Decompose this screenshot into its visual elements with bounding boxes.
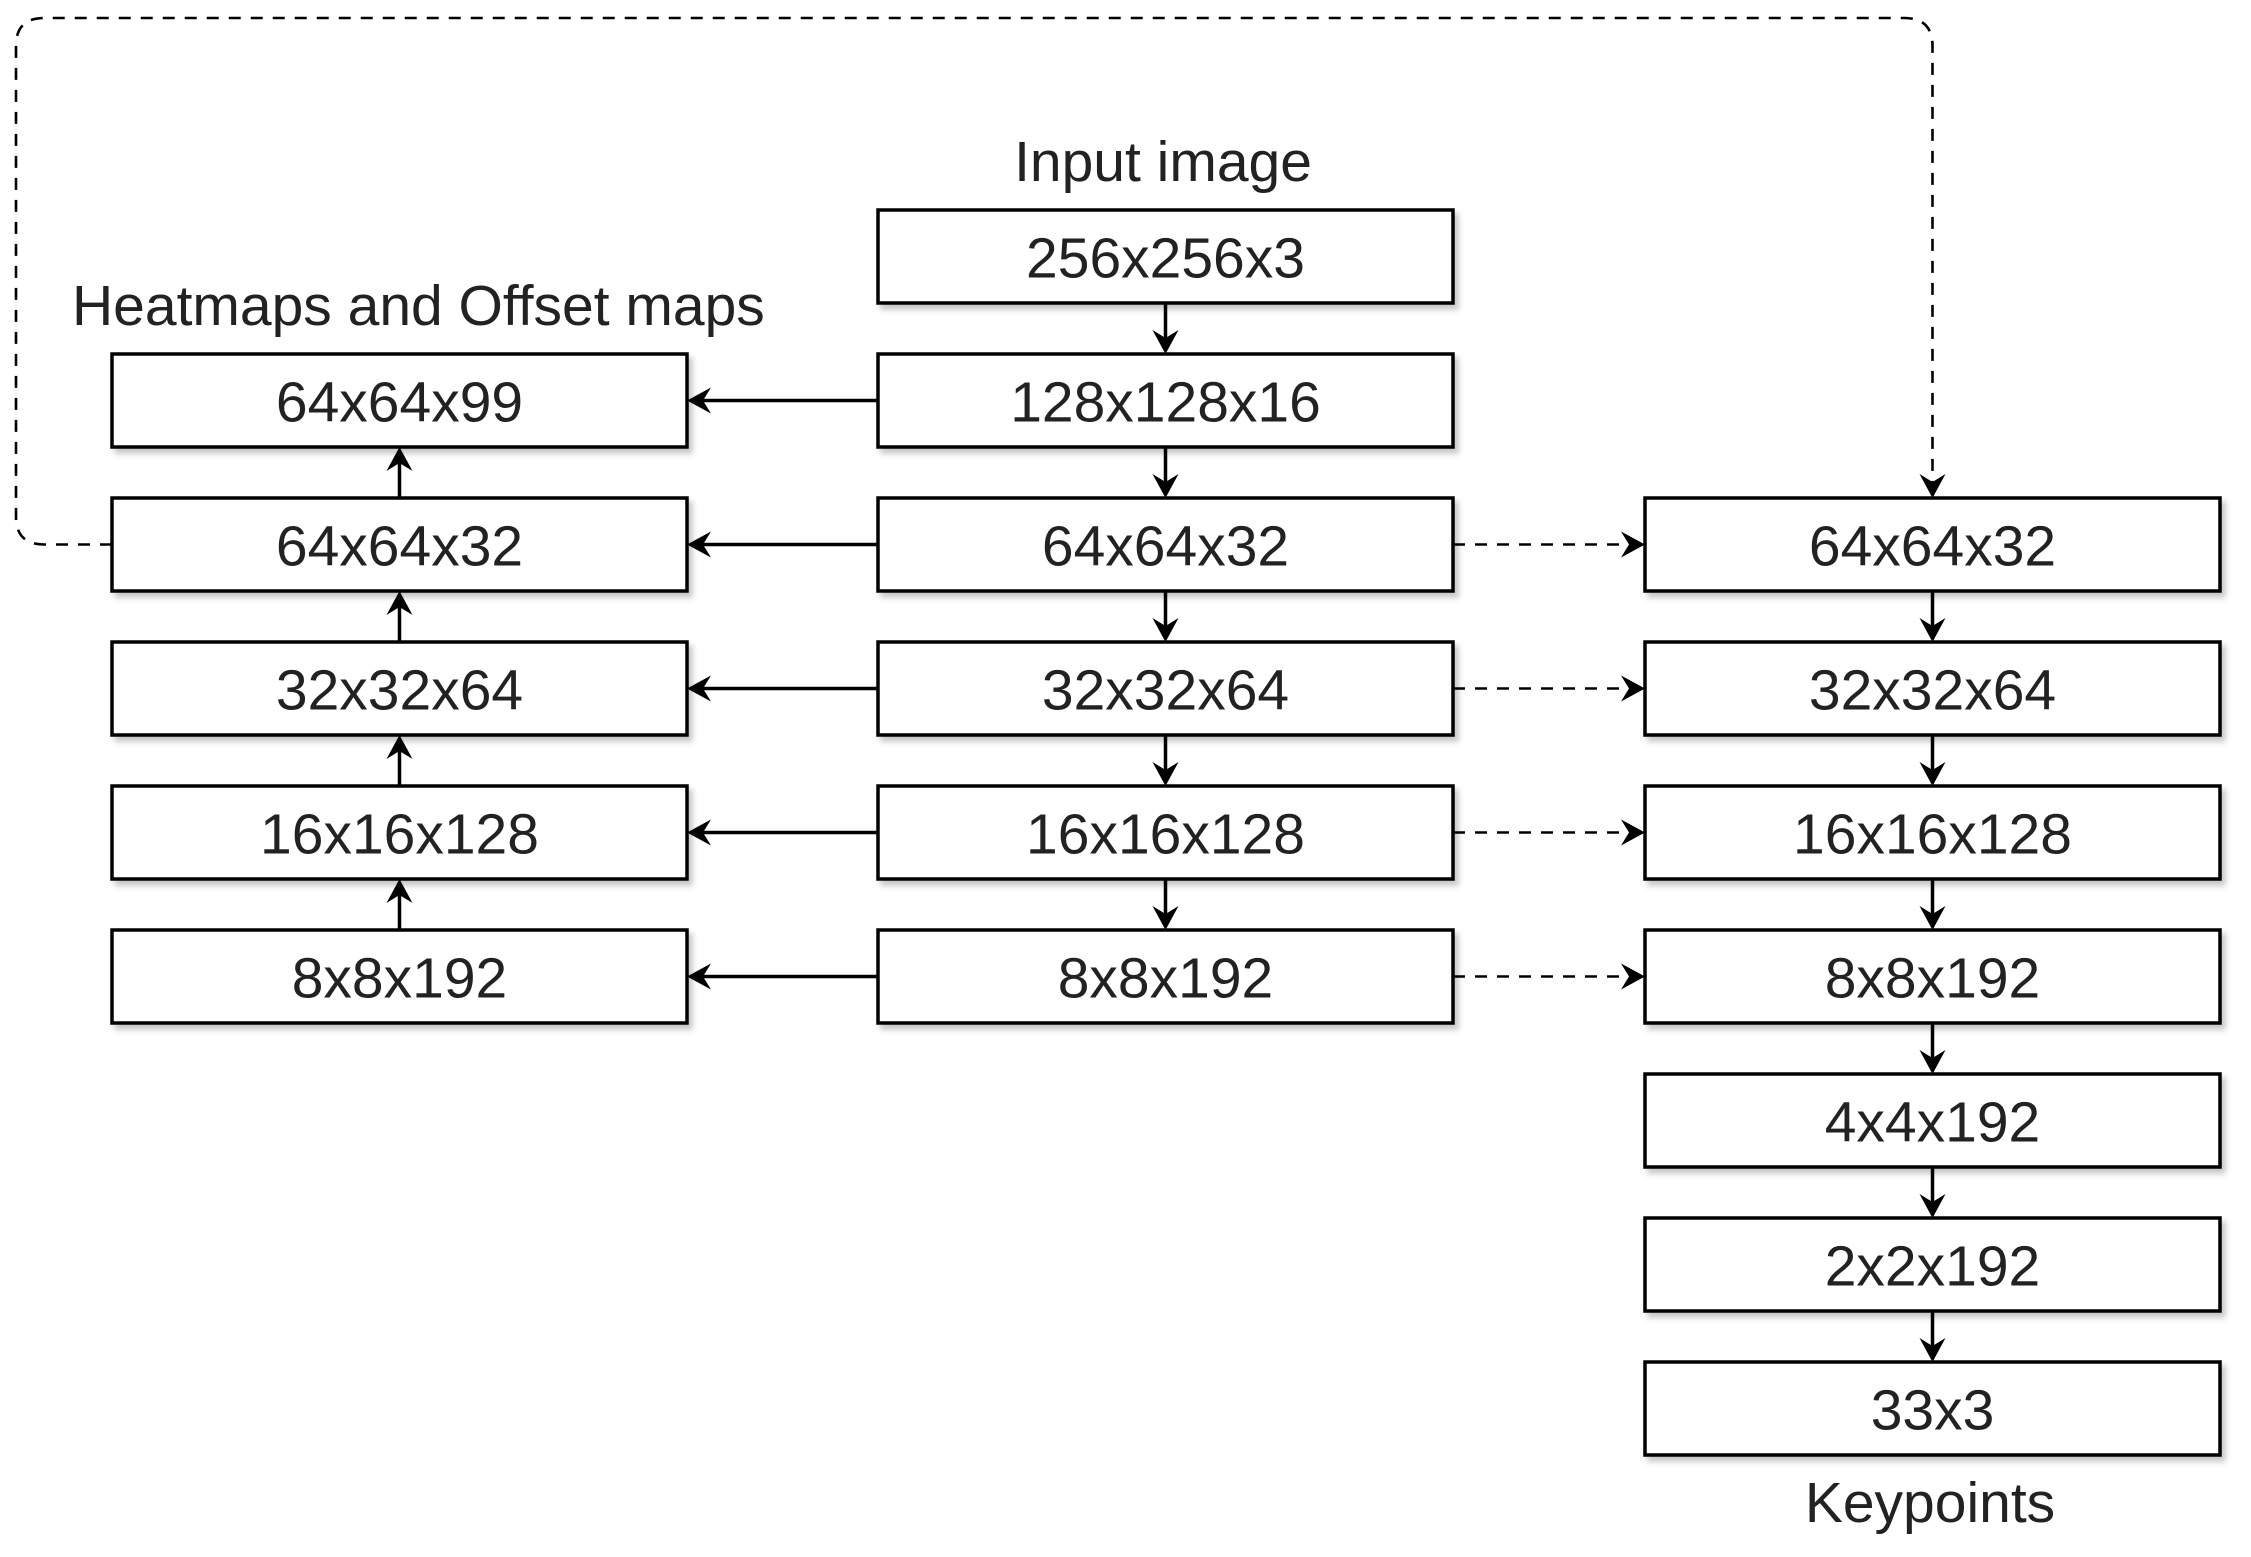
regression-layer-6-label: 2x2x192 <box>1825 1235 2041 1299</box>
regression-layer-1-rect <box>1643 496 2222 593</box>
edges-layer <box>14 16 1946 1362</box>
regression-layer-1-label: 64x64x32 <box>1809 515 2056 579</box>
heatmap-layer-5: 8x8x192 <box>110 928 689 1025</box>
regression-layer-3: 16x16x128 <box>1643 784 2222 881</box>
heatmaps-caption: Heatmaps and Offset maps <box>72 274 765 338</box>
encoder-layer-2-label: 128x128x16 <box>1010 371 1321 435</box>
regression-layer-6: 2x2x192 <box>1643 1216 2222 1313</box>
regression-down-arrow-6-head <box>1919 1338 1946 1362</box>
regression-layer-5-rect <box>1643 1072 2222 1169</box>
regression-down-arrow-2-head <box>1919 762 1946 786</box>
regression-layer-1: 64x64x32 <box>1643 496 2222 593</box>
encoder-down-arrow-4-head <box>1152 762 1179 786</box>
heatmap-layer-1-label: 64x64x99 <box>276 371 523 435</box>
heatmap-layer-4: 16x16x128 <box>110 784 689 881</box>
regression-layer-4-rect <box>1643 928 2222 1025</box>
heatmap-up-arrow-3-head <box>386 735 413 759</box>
encoder-layer-5-label: 16x16x128 <box>1026 803 1305 867</box>
encoder-layer-2: 128x128x16 <box>876 352 1455 449</box>
heatmap-layer-3: 32x32x64 <box>110 640 689 737</box>
heatmap-layer-3-rect <box>110 640 689 737</box>
captions-layer: Input image Heatmaps and Offset maps Key… <box>72 130 2055 1535</box>
encoder-layer-4-label: 32x32x64 <box>1042 659 1289 723</box>
regression-layer-6-rect <box>1643 1216 2222 1313</box>
keypoints-caption: Keypoints <box>1805 1471 2055 1535</box>
encoder-layer-2-rect <box>876 352 1455 449</box>
feedback-loop-arrow-head <box>1919 474 1946 498</box>
encoder-down-arrow-3-head <box>1152 618 1179 642</box>
encoder-layer-1-rect <box>876 208 1455 305</box>
encoder-layer-4: 32x32x64 <box>876 640 1455 737</box>
encoder-down-arrow-1-head <box>1152 330 1179 354</box>
encoder-to-heatmap-arrow-1-head <box>687 387 711 414</box>
encoder-layer-6: 8x8x192 <box>876 928 1455 1025</box>
regression-layer-3-rect <box>1643 784 2222 881</box>
regression-down-arrow-5-head <box>1919 1194 1946 1218</box>
heatmap-layer-1: 64x64x99 <box>110 352 689 449</box>
heatmap-layer-1-rect <box>110 352 689 449</box>
heatmap-layer-3-label: 32x32x64 <box>276 659 523 723</box>
heatmap-layer-5-rect <box>110 928 689 1025</box>
input-image-caption: Input image <box>1014 130 1312 194</box>
regression-layer-2-label: 32x32x64 <box>1809 659 2056 723</box>
encoder-layer-3-label: 64x64x32 <box>1042 515 1289 579</box>
regression-layer-7-label: 33x3 <box>1871 1379 1995 1443</box>
boxes-layer: 256x256x3 128x128x16 64x64x32 32x32x64 16x16… <box>110 208 2222 1457</box>
regression-layer-7-rect <box>1643 1360 2222 1457</box>
heatmap-layer-4-rect <box>110 784 689 881</box>
skip-link-arrow-3-head <box>1621 819 1645 846</box>
regression-layer-4-label: 8x8x192 <box>1825 947 2041 1011</box>
skip-link-arrow-2-head <box>1621 675 1645 702</box>
regression-layer-3-label: 16x16x128 <box>1793 803 2072 867</box>
encoder-layer-1-label: 256x256x3 <box>1026 227 1305 291</box>
heatmap-layer-2-rect <box>110 496 689 593</box>
skip-link-arrow-4-head <box>1621 963 1645 990</box>
encoder-to-heatmap-arrow-2-head <box>687 531 711 558</box>
encoder-layer-6-rect <box>876 928 1455 1025</box>
encoder-layer-4-rect <box>876 640 1455 737</box>
encoder-layer-3-rect <box>876 496 1455 593</box>
heatmap-up-arrow-1-head <box>386 447 413 471</box>
regression-down-arrow-4-head <box>1919 1050 1946 1074</box>
heatmap-layer-4-label: 16x16x128 <box>260 803 539 867</box>
encoder-layer-5-rect <box>876 784 1455 881</box>
encoder-to-heatmap-arrow-4-head <box>687 819 711 846</box>
skip-link-arrow-1-head <box>1621 531 1645 558</box>
regression-layer-2-rect <box>1643 640 2222 737</box>
regression-layer-5: 4x4x192 <box>1643 1072 2222 1169</box>
heatmap-up-arrow-4-head <box>386 879 413 903</box>
encoder-layer-1: 256x256x3 <box>876 208 1455 305</box>
heatmap-up-arrow-2-head <box>386 591 413 615</box>
regression-down-arrow-3-head <box>1919 906 1946 930</box>
encoder-down-arrow-2-head <box>1152 474 1179 498</box>
encoder-to-heatmap-arrow-3-head <box>687 675 711 702</box>
encoder-layer-3: 64x64x32 <box>876 496 1455 593</box>
heatmap-layer-2-label: 64x64x32 <box>276 515 523 579</box>
regression-down-arrow-1-head <box>1919 618 1946 642</box>
regression-layer-5-label: 4x4x192 <box>1825 1091 2041 1155</box>
heatmap-layer-2: 64x64x32 <box>110 496 689 593</box>
encoder-down-arrow-5-head <box>1152 906 1179 930</box>
feedback-loop-arrow <box>14 16 1934 546</box>
regression-layer-7: 33x3 <box>1643 1360 2222 1457</box>
encoder-layer-6-label: 8x8x192 <box>1058 947 1274 1011</box>
encoder-to-heatmap-arrow-5-head <box>687 963 711 990</box>
heatmap-layer-5-label: 8x8x192 <box>292 947 508 1011</box>
encoder-layer-5: 16x16x128 <box>876 784 1455 881</box>
regression-layer-4: 8x8x192 <box>1643 928 2222 1025</box>
regression-layer-2: 32x32x64 <box>1643 640 2222 737</box>
